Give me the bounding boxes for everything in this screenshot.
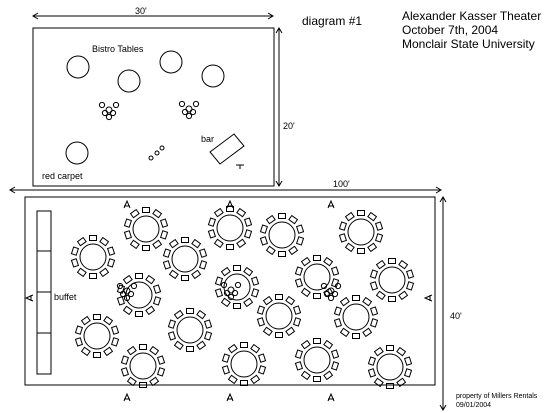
stool-cluster-icon bbox=[320, 282, 342, 302]
main-tent-outline bbox=[24, 196, 436, 386]
stool-icon bbox=[148, 155, 154, 161]
table-with-chairs-icon bbox=[116, 273, 162, 317]
table-with-chairs-icon bbox=[256, 294, 302, 338]
bar-label: bar bbox=[201, 134, 215, 144]
venue-name: Alexander Kasser Theater bbox=[402, 9, 542, 23]
top-tent-width-label: 30' bbox=[135, 6, 147, 16]
stool-cluster-icon bbox=[116, 282, 138, 302]
bistro-table-icon bbox=[159, 50, 183, 74]
red-carpet-label: red carpet bbox=[42, 171, 83, 181]
table-with-chairs-icon bbox=[167, 308, 213, 352]
exit-marker-icon bbox=[423, 294, 433, 302]
table-with-chairs-icon bbox=[294, 338, 340, 382]
bistro-table-icon bbox=[117, 69, 141, 93]
exit-marker-icon bbox=[327, 392, 335, 402]
buffet-label: buffet bbox=[54, 292, 77, 302]
table-with-chairs-icon bbox=[333, 295, 379, 339]
footer-date: 09/01/2004 bbox=[456, 402, 492, 409]
top-tent-height-dimension-icon bbox=[275, 27, 283, 187]
exit-marker-icon bbox=[226, 392, 234, 402]
table-with-chairs-icon bbox=[123, 207, 169, 251]
owner-credit: property of Millers Rentals bbox=[456, 393, 538, 400]
main-tent-height-dimension-icon bbox=[439, 196, 447, 411]
diagram-label: diagram #1 bbox=[302, 14, 363, 28]
stool-cluster-icon bbox=[220, 281, 242, 301]
stool-cluster-icon bbox=[178, 100, 200, 120]
table-with-chairs-icon bbox=[120, 344, 166, 388]
main-tent-height-label: 40' bbox=[450, 311, 462, 321]
stool-icon bbox=[154, 150, 160, 156]
main-tent-width-label: 100' bbox=[333, 179, 350, 189]
table-with-chairs-icon bbox=[367, 345, 413, 389]
exit-marker-icon bbox=[24, 294, 34, 302]
table-with-chairs-icon bbox=[369, 258, 415, 302]
top-tent-height-label: 20' bbox=[283, 121, 295, 131]
table-with-chairs-icon bbox=[221, 342, 267, 386]
table-with-chairs-icon bbox=[162, 237, 208, 281]
exit-marker-icon bbox=[123, 199, 131, 209]
bistro-table-icon bbox=[201, 64, 225, 88]
bar-counter bbox=[209, 133, 245, 165]
table-with-chairs-icon bbox=[70, 235, 116, 279]
table-with-chairs-icon bbox=[338, 210, 384, 254]
buffet-table bbox=[36, 210, 52, 375]
table-with-chairs-icon bbox=[259, 213, 305, 257]
top-tent-outline bbox=[32, 27, 275, 187]
bistro-tables-label: Bistro Tables bbox=[92, 44, 144, 54]
top-tent-width-dimension-icon bbox=[32, 12, 274, 20]
main-tent-width-dimension-icon bbox=[9, 186, 442, 194]
bistro-table-icon bbox=[66, 55, 90, 79]
stool-icon bbox=[159, 145, 165, 151]
bistro-table-icon bbox=[65, 141, 89, 165]
table-with-chairs-icon bbox=[207, 206, 253, 250]
university-name: Monclair State University bbox=[402, 37, 535, 51]
table-with-chairs-icon bbox=[74, 314, 120, 358]
exit-marker-icon bbox=[123, 392, 131, 402]
event-date: October 7th, 2004 bbox=[402, 23, 499, 37]
stool-cluster-icon bbox=[98, 101, 120, 121]
exit-marker-icon bbox=[327, 199, 335, 209]
table-with-chairs-icon bbox=[294, 255, 340, 299]
